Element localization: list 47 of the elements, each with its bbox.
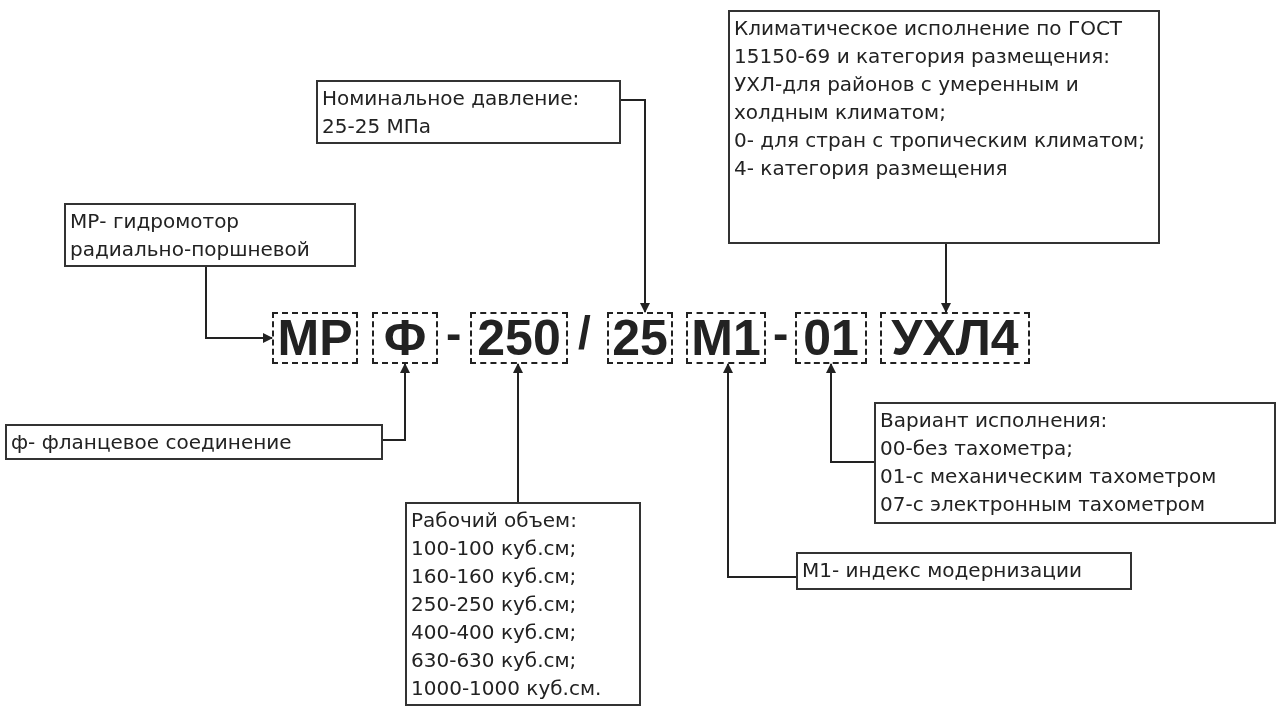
- callout-text: Номинальное давление: 25-25 МПа: [322, 85, 581, 140]
- callout-text: ф- фланцевое соединение: [11, 429, 293, 456]
- callout-text: 1000-1000 куб.см.: [411, 675, 603, 702]
- leader-arrow: [723, 363, 797, 578]
- callout-text: 160-160 куб.см;: [411, 563, 578, 590]
- callout-text: МР- гидромотор радиально-поршневой: [70, 208, 311, 263]
- code-text: УХЛ4: [891, 309, 1019, 367]
- callout-text: М1- индекс модернизации: [802, 557, 1083, 584]
- separator-symbol: /: [578, 306, 591, 360]
- leader-arrow: [205, 266, 273, 343]
- callout-text: 01-с механическим тахометром: [880, 463, 1218, 490]
- callout-box: [64, 203, 356, 267]
- callout-box: [316, 80, 621, 144]
- leader-arrow: [620, 99, 650, 313]
- separator-symbol: -: [773, 306, 789, 360]
- callout-text: Рабочий объем:: [411, 507, 578, 534]
- leader-arrow: [382, 363, 410, 441]
- code-text: МР: [277, 309, 353, 367]
- callout-text: 4- категория размещения: [734, 155, 1009, 182]
- code-text: М1: [691, 309, 761, 367]
- code-segment: [880, 312, 1030, 364]
- separator-symbol: -: [446, 306, 462, 360]
- leader-arrow: [826, 363, 875, 463]
- callout-text: 100-100 куб.см;: [411, 535, 578, 562]
- code-segment: [795, 312, 867, 364]
- callout-text: 400-400 куб.см;: [411, 619, 578, 646]
- callout-text: 630-630 куб.см;: [411, 647, 578, 674]
- callout-box: [728, 10, 1160, 244]
- leader-arrow: [513, 363, 523, 503]
- callout-box: [405, 502, 641, 706]
- callout-text: УХЛ-для районов с умеренным и холдным климатом;: [734, 71, 1080, 126]
- callout-text: 0- для стран с тропическим климатом;: [734, 127, 1146, 154]
- code-text: 250: [477, 309, 561, 367]
- callout-box: [874, 402, 1276, 524]
- callout-box: [796, 552, 1132, 590]
- code-text: 01: [803, 309, 859, 367]
- code-segment: [372, 312, 438, 364]
- leader-arrow: [941, 243, 951, 313]
- callout-text: Климатическое исполнение по ГОСТ 15150-69 и категория размещения:: [734, 15, 1124, 70]
- callout-text: Вариант исполнения:: [880, 407, 1109, 434]
- code-segment: [470, 312, 568, 364]
- code-text: 25: [612, 309, 668, 367]
- callout-box: [5, 424, 383, 460]
- code-text: Ф: [383, 309, 427, 367]
- callout-text: 00-без тахометра;: [880, 435, 1074, 462]
- callout-text: 07-с электронным тахометром: [880, 491, 1207, 518]
- callout-text: 250-250 куб.см;: [411, 591, 578, 618]
